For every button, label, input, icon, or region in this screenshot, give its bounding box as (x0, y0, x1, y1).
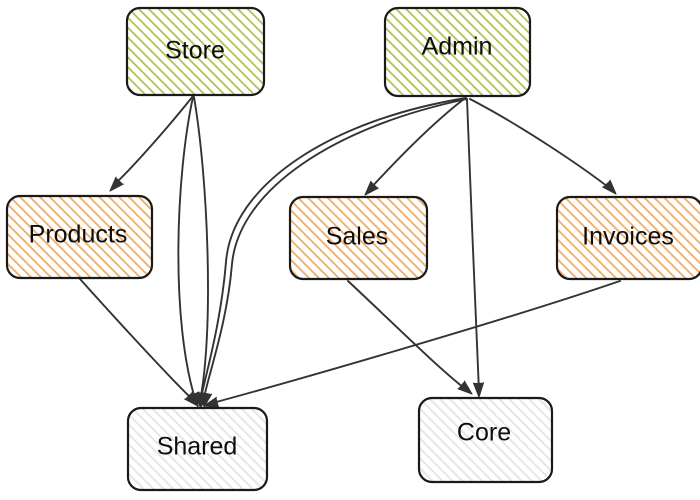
edges-layer (79, 95, 621, 408)
node-sales[interactable]: Sales (288, 195, 429, 281)
node-box[interactable] (383, 6, 532, 98)
node-box[interactable] (417, 396, 554, 484)
edge-line (177, 96, 197, 403)
edge-store-shared-b (193, 96, 209, 408)
edge-admin-core (466, 98, 485, 398)
node-label: Products (29, 221, 128, 249)
edge-arrowhead-fill (204, 397, 217, 406)
edge-line (193, 96, 209, 403)
node-store[interactable]: Store (125, 6, 266, 97)
edge-line (347, 280, 469, 392)
edge-line (208, 280, 621, 405)
node-label: Invoices (582, 223, 674, 251)
node-box[interactable] (126, 406, 269, 492)
edge-line (466, 98, 480, 393)
edge-store-products (109, 95, 194, 192)
edge-arrowhead-fill (473, 383, 479, 397)
node-invoices[interactable]: Invoices (555, 195, 700, 281)
edge-arrowhead-fill (198, 392, 202, 407)
edge-admin-sales (364, 98, 465, 196)
node-box[interactable] (288, 195, 429, 281)
node-label: Core (457, 419, 511, 447)
edge-products-shared (79, 278, 199, 407)
edge-arrowhead-fill (602, 187, 616, 194)
edge-admin-invoices (469, 98, 617, 195)
edge-invoices-shared (203, 280, 621, 408)
edge-arrowhead-fill (365, 181, 371, 195)
edge-arrowhead (602, 179, 617, 195)
node-label: Store (165, 37, 225, 65)
edge-arrowhead-fill (201, 392, 205, 407)
edge-sales-core (347, 280, 473, 395)
edge-line (199, 97, 467, 403)
node-label: Admin (422, 33, 493, 61)
node-box[interactable] (555, 195, 700, 281)
node-shared[interactable]: Shared (126, 406, 269, 492)
edge-line (112, 95, 194, 187)
edge-arrowhead-fill (197, 392, 201, 407)
edge-line (368, 98, 465, 191)
edge-store-shared-a (177, 96, 200, 408)
edge-arrowhead-fill (110, 177, 116, 191)
node-label: Sales (326, 223, 389, 251)
node-box[interactable] (5, 194, 154, 280)
node-core[interactable]: Core (417, 396, 554, 484)
edge-arrowhead (457, 380, 473, 395)
edge-line (469, 98, 613, 191)
node-label: Shared (157, 433, 238, 461)
edge-line (79, 278, 196, 403)
edge-arrowhead-fill (457, 388, 472, 394)
edge-arrowhead-fill (184, 399, 198, 406)
edge-arrowhead (109, 176, 124, 192)
node-admin[interactable]: Admin (383, 6, 532, 98)
node-box[interactable] (125, 6, 266, 97)
edge-line (202, 98, 468, 403)
node-products[interactable]: Products (5, 194, 154, 280)
